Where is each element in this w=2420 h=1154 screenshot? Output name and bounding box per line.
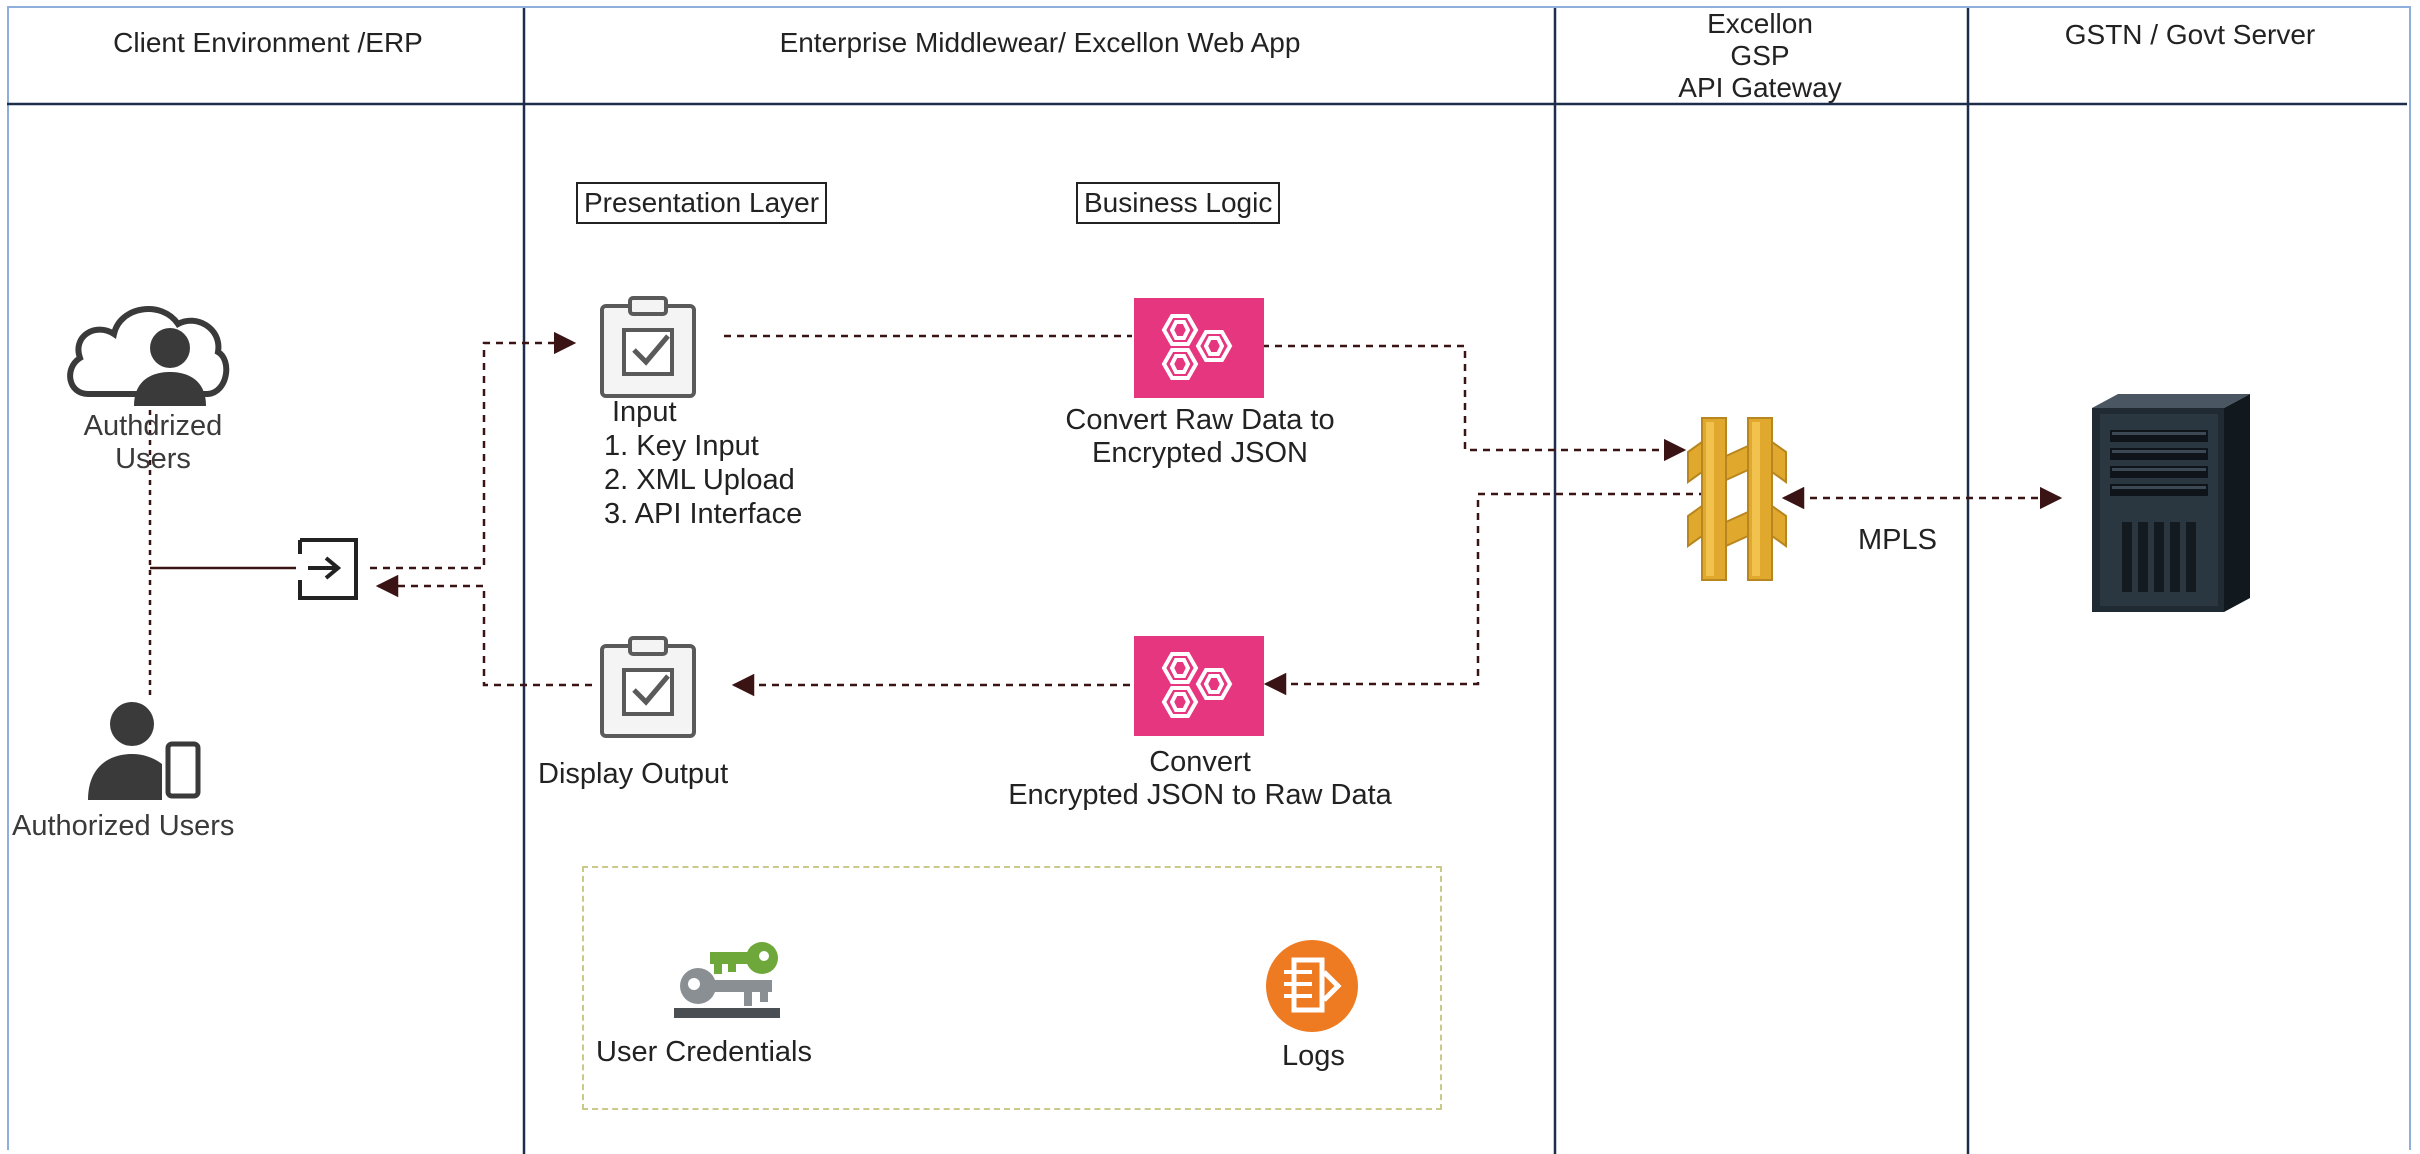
input-item: 2. XML Upload: [604, 464, 795, 496]
mobile-user-label: Authorized Users: [12, 810, 235, 842]
logs-icon: [1266, 940, 1358, 1032]
clipboard-check-icon[interactable]: [596, 636, 700, 740]
input-item: 1. Key Input: [604, 430, 759, 462]
convert-in-line-2: Encrypted JSON: [1092, 437, 1308, 469]
business-logic-box: Business Logic: [1076, 182, 1281, 224]
display-output-label: Display Output: [538, 758, 729, 790]
convert-in-label: Convert Raw Data to Encrypted JSON: [1000, 404, 1400, 470]
cloud-user-label-line-2: Users: [115, 443, 191, 475]
mobile-user-icon: [88, 702, 201, 800]
diagram-frame: [7, 6, 2411, 1150]
support-services-box: [582, 866, 1442, 1110]
api-gateway-icon[interactable]: [1686, 412, 1788, 586]
convert-out-line-1: Convert: [1149, 746, 1251, 778]
login-icon[interactable]: [296, 536, 362, 602]
lane-header-gstn: GSTN / Govt Server: [2064, 19, 2316, 50]
display-to-login-arrow: [375, 574, 592, 687]
input-item: 3. API Interface: [604, 498, 803, 530]
lambda-icon[interactable]: [1134, 636, 1264, 736]
input-block: Input 1. Key Input 2. XML Upload 3. API …: [604, 395, 802, 531]
presentation-layer-box: Presentation Layer: [576, 182, 828, 224]
convert-in-line-1: Convert Raw Data to: [1065, 404, 1335, 436]
input-title: Input: [612, 396, 677, 428]
mpls-label: MPLS: [1858, 524, 1937, 556]
clipboard-check-icon[interactable]: [596, 296, 700, 400]
logs-label: Logs: [1282, 1040, 1345, 1072]
server-tower-icon[interactable]: [2082, 392, 2252, 614]
convert-out-label: Convert Encrypted JSON to Raw Data: [940, 746, 1460, 812]
gateway-to-lambda-arrow: [1263, 492, 1706, 696]
lambda-to-gateway-arrow: [1262, 344, 1687, 462]
lane-header-middleware: Enterprise Middlewear/ Excellon Web App: [779, 27, 1301, 58]
lane-header-gsp-line-3: API Gateway: [1678, 72, 1842, 103]
lane-header-gsp-line-1: Excellon: [1707, 8, 1813, 39]
lane-header-gsp-line-2: GSP: [1730, 40, 1790, 71]
cloud-user-label-line-1: Authdrized: [83, 410, 223, 442]
lane-header-client: Client Environment /ERP: [113, 27, 423, 58]
lane-header-gsp: Excellon GSP API Gateway: [1560, 8, 1960, 104]
convert-out-line-2: Encrypted JSON to Raw Data: [1008, 779, 1392, 811]
user-credentials-label: User Credentials: [596, 1036, 812, 1068]
cloud-user-label: Authdrized Users: [58, 410, 248, 476]
keys-icon: [674, 942, 780, 1018]
lambda-icon[interactable]: [1134, 298, 1264, 398]
login-to-input-arrow: [370, 331, 577, 570]
cloud-user-icon: [67, 306, 230, 406]
